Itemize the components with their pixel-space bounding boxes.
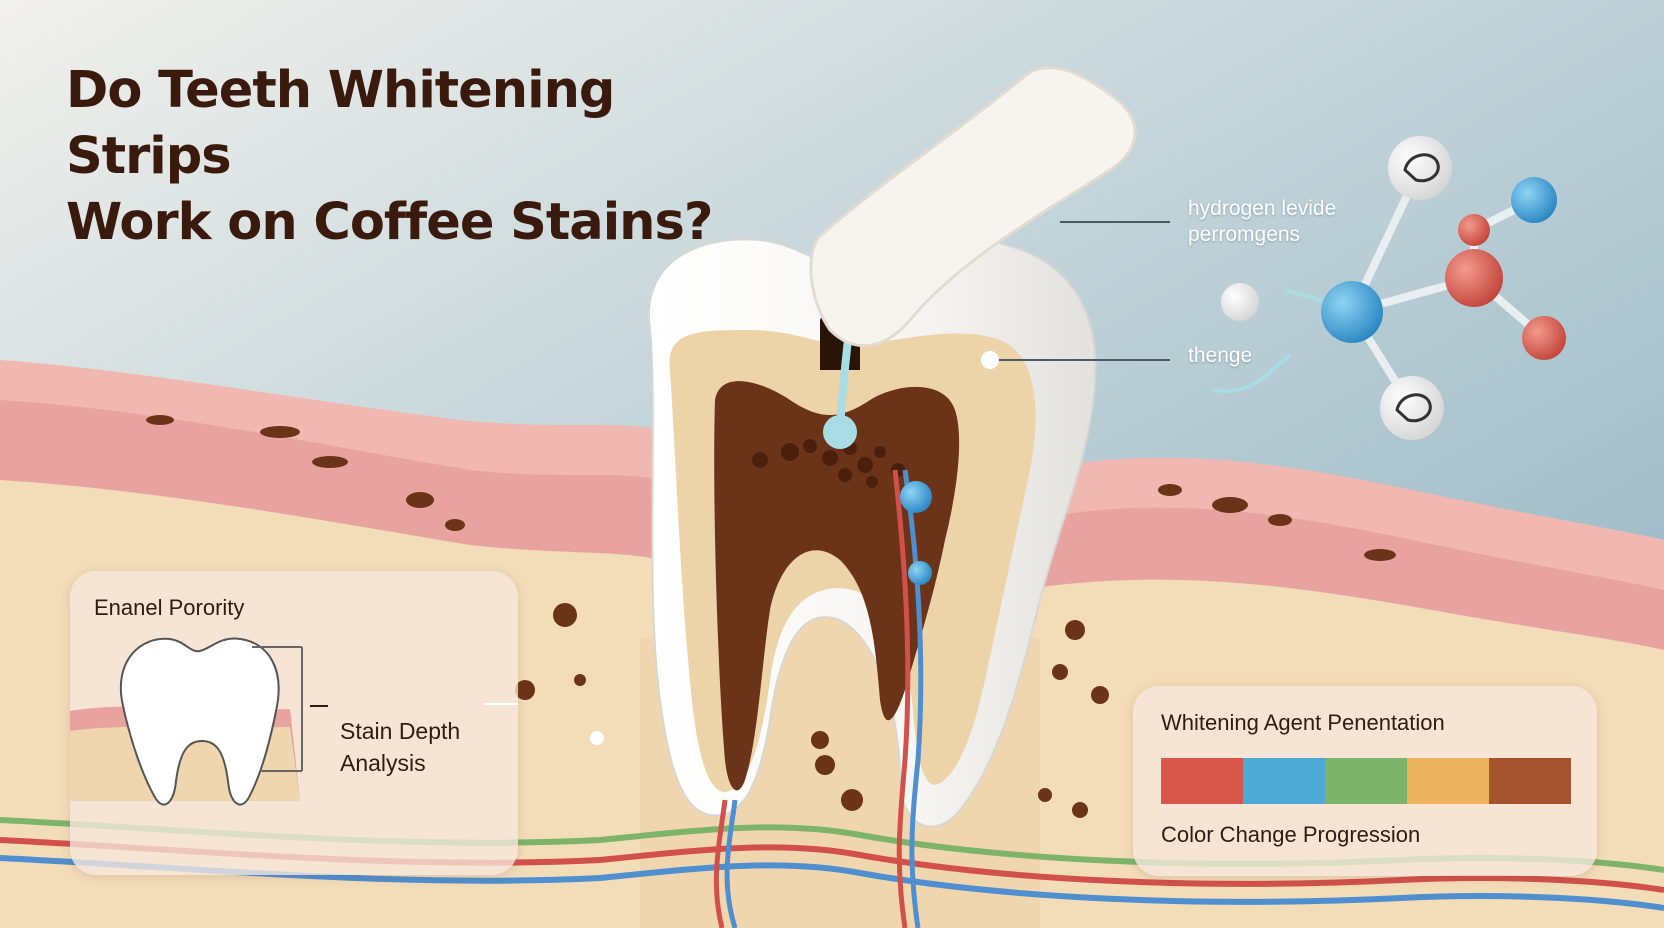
strip-callout-label: hydrogen levide perromgens	[1188, 196, 1336, 248]
color-step-2	[1243, 758, 1325, 804]
callout-lines	[990, 221, 1170, 361]
panel-heading-penetration: Whitening Agent Penentation	[1161, 710, 1445, 735]
color-change-caption: Color Change Progression	[1161, 822, 1421, 847]
title-line-1: Do Teeth Whitening Strips	[66, 61, 615, 186]
page-title: Do Teeth Whitening Strips Work on Coffee…	[66, 58, 786, 256]
vessel-node-top	[900, 481, 932, 513]
color-step-1	[1161, 758, 1243, 804]
strip-callout-line-1: hydrogen levide	[1188, 197, 1337, 220]
stain-depth-pointer-dot	[590, 731, 604, 745]
whitening-agent-panel: Whitening Agent Penentation Color Change…	[1133, 686, 1597, 876]
vessel-node-bottom	[908, 561, 932, 585]
mini-tooth-diagram	[70, 637, 518, 806]
title-line-2: Work on Coffee Stains?	[66, 193, 713, 252]
strip-callout-line-2: perromgens	[1188, 223, 1301, 246]
stain-depth-line-2: Analysis	[340, 750, 426, 776]
enamel-callout-label: thenge	[1188, 344, 1253, 367]
stain-depth-label: Stain Depth Analysis	[340, 715, 460, 779]
color-progression-bar	[1161, 758, 1571, 804]
color-step-5	[1489, 758, 1571, 804]
color-step-4	[1407, 758, 1489, 804]
root-vessels	[713, 469, 924, 928]
peroxide-molecule	[1211, 136, 1566, 440]
color-step-3	[1325, 758, 1407, 804]
whitening-strip	[809, 66, 1137, 348]
panel-heading-porosity: Enanel Porority	[94, 595, 245, 620]
stain-particles	[146, 415, 1396, 818]
enamel-callout-dot	[981, 351, 999, 369]
stain-depth-line-1: Stain Depth	[340, 718, 461, 744]
enamel-porosity-panel: Enanel Porority Stain Depth Analysis	[70, 571, 604, 875]
